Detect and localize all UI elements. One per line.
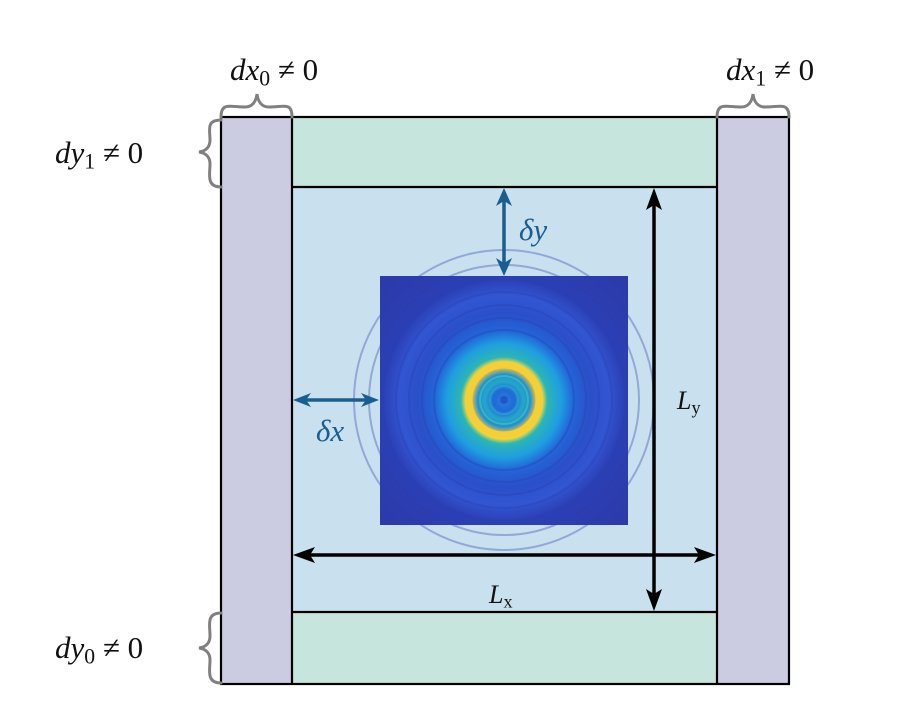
- label-ly-var: L: [677, 386, 692, 415]
- label-lx-sub: x: [503, 591, 513, 612]
- label-dx0-rel: ≠ 0: [277, 52, 319, 87]
- label-delta-x: δx: [316, 413, 345, 448]
- label-lx: Lx: [489, 580, 513, 613]
- label-delta-y: δy: [519, 212, 548, 247]
- label-ly: Ly: [677, 386, 701, 419]
- top-pad: [292, 117, 717, 187]
- ly-arrow: [646, 188, 662, 611]
- bottom-pad: [292, 612, 717, 684]
- label-dx0-sub: 0: [259, 66, 271, 91]
- right-pad: [717, 117, 789, 684]
- delta-x-arrow: [293, 393, 379, 407]
- diffraction-image: [353, 249, 655, 551]
- label-dy1-sub: 1: [84, 149, 96, 174]
- label-dx1-var: dx: [726, 52, 756, 87]
- brace-dx0: [219, 93, 294, 119]
- frame: [219, 115, 791, 686]
- label-dx0-var: dx: [230, 52, 260, 87]
- brace-dy1: [198, 118, 223, 189]
- label-dx0: dx0 ≠ 0: [230, 52, 318, 91]
- label-dy1: dy1 ≠ 0: [55, 135, 143, 174]
- brace-dx1: [715, 93, 791, 119]
- brace-dy0: [198, 611, 223, 685]
- left-pad: [221, 117, 292, 684]
- label-dy0-var: dy: [55, 630, 85, 665]
- label-dy0-sub: 0: [84, 644, 96, 669]
- label-dy1-rel: ≠ 0: [102, 135, 144, 170]
- label-lx-var: L: [489, 580, 504, 609]
- label-dx1-rel: ≠ 0: [773, 52, 815, 87]
- label-dx1-sub: 1: [755, 66, 767, 91]
- label-dy0-rel: ≠ 0: [102, 630, 144, 665]
- label-dy1-var: dy: [55, 135, 85, 170]
- label-dx1: dx1 ≠ 0: [726, 52, 814, 91]
- label-dy0: dy0 ≠ 0: [55, 630, 143, 669]
- delta-y-arrow: [496, 188, 512, 276]
- label-ly-sub: y: [691, 397, 701, 418]
- lx-arrow: [293, 547, 716, 563]
